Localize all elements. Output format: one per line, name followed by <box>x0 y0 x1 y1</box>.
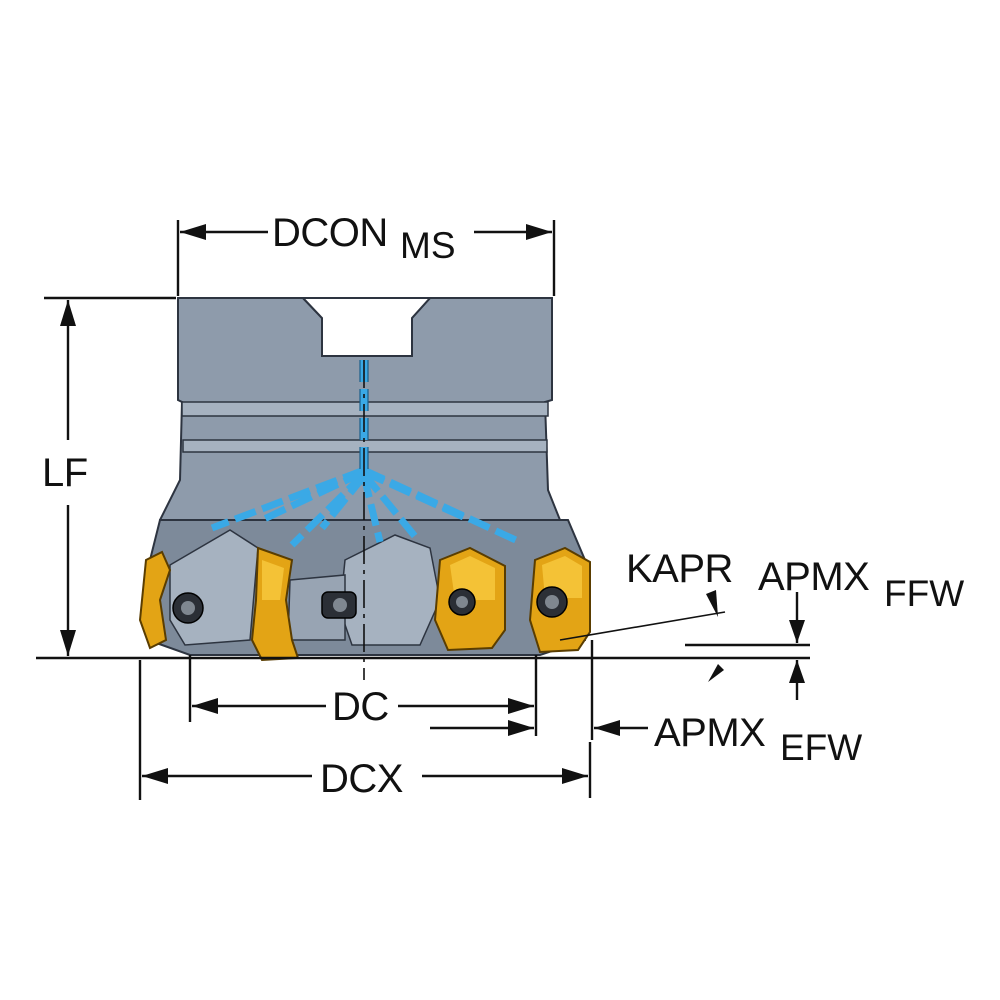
arrow-up-icon <box>708 664 724 682</box>
apmx-ffw-label: APMX <box>758 555 869 599</box>
insert-screws <box>172 586 568 624</box>
kapr-angle-line <box>559 611 726 641</box>
dimension-labels: DCON MS LF KAPR APMX FFW DC APMX EFW DCX <box>42 211 964 801</box>
arrow-left-icon <box>192 698 218 714</box>
dimension-lines <box>36 220 810 800</box>
arrow-left-icon <box>142 768 168 784</box>
screw-socket <box>333 598 347 612</box>
coolant-channels <box>210 360 522 548</box>
insert-left-edge <box>138 550 172 650</box>
screw-socket <box>456 596 468 608</box>
arrow-right-icon <box>526 224 552 240</box>
arrow-up-icon <box>789 660 805 683</box>
apmx-ffw-subscript: FFW <box>884 573 964 614</box>
lf-label: LF <box>42 451 88 495</box>
arrow-right-icon <box>508 720 534 736</box>
coolant-channel-right-3 <box>361 471 421 543</box>
apmx-efw-subscript: EFW <box>780 727 862 768</box>
coolant-channel-right-4 <box>360 475 384 543</box>
dc-label: DC <box>332 685 389 729</box>
coolant-channel-left-4 <box>319 473 367 531</box>
arrow-left-icon <box>594 720 620 736</box>
arrow-down-icon <box>60 630 76 656</box>
coolant-channel-left-1 <box>210 466 366 532</box>
coolant-outline <box>359 360 369 470</box>
screw-socket <box>545 595 559 609</box>
arrow-up-icon <box>60 300 76 326</box>
arrow-right-icon <box>508 698 534 714</box>
arrow-left-icon <box>180 224 206 240</box>
arrow-right-icon <box>562 768 588 784</box>
insert-2-highlight <box>262 560 284 600</box>
coolant-channel-right-2 <box>362 468 472 524</box>
kapr-label: KAPR <box>626 547 733 591</box>
dcx-label: DCX <box>320 757 403 801</box>
drive-slot <box>300 297 433 357</box>
arrow-down-icon <box>789 620 805 643</box>
screw-socket <box>181 601 195 615</box>
dcon-subscript: MS <box>400 225 456 266</box>
arrow-down-icon <box>706 590 718 617</box>
dcon-label: DCON <box>272 211 388 255</box>
coolant-channel-left-2 <box>260 468 366 524</box>
apmx-efw-label: APMX <box>654 711 765 755</box>
